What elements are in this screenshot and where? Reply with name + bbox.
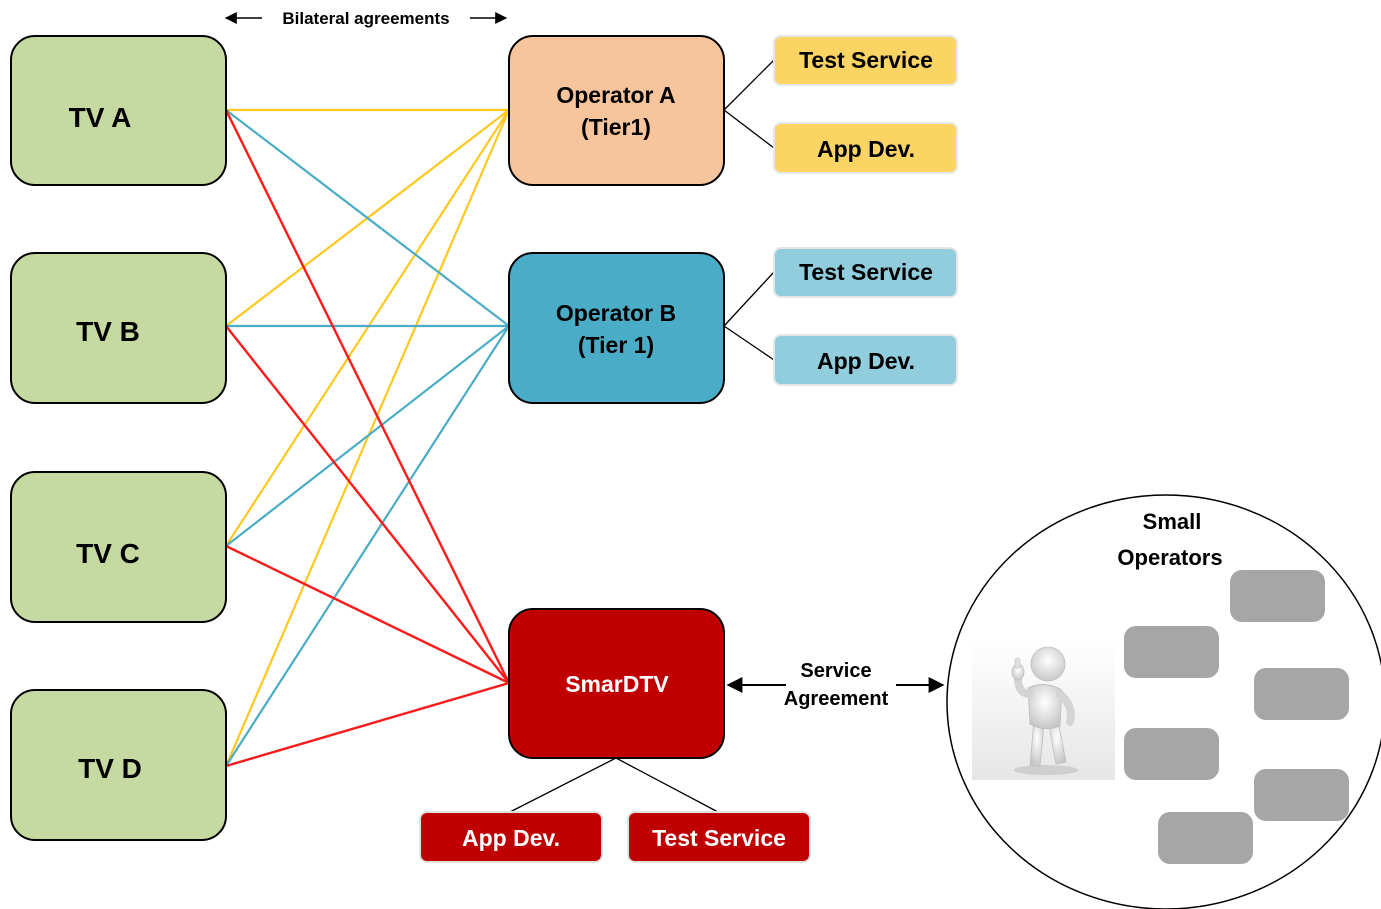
tv-d-box: TV D bbox=[10, 689, 227, 841]
operator-a-app-dev: App Dev. bbox=[773, 122, 958, 174]
operator-b-app-dev-label: App Dev. bbox=[817, 348, 915, 374]
line-tva-opb bbox=[225, 109, 510, 327]
line-tva-smardtv bbox=[224, 109, 511, 684]
smardtv-app-dev-label: App Dev. bbox=[462, 825, 560, 851]
tv-c-box: TV C bbox=[10, 471, 227, 623]
operator-a-name: Operator A bbox=[556, 82, 675, 108]
operator-b-test-service: Test Service bbox=[773, 247, 958, 298]
operator-a-test-service-label: Test Service bbox=[799, 47, 933, 73]
smardtv-label: SmarDTV bbox=[565, 671, 669, 697]
bilateral-agreements-text: Bilateral agreements bbox=[282, 9, 449, 28]
smardtv-test-service: Test Service bbox=[627, 811, 811, 863]
smardtv-box: SmarDTV bbox=[508, 608, 725, 759]
connection-lines bbox=[224, 108, 511, 768]
operator-b-name: Operator B bbox=[556, 300, 676, 326]
operator-a-tier: (Tier1) bbox=[581, 114, 651, 140]
small-operator-block bbox=[1254, 668, 1349, 720]
line-tvb-smardtv bbox=[225, 325, 510, 684]
tv-a-box: TV A bbox=[10, 35, 227, 186]
operator-a-box: Operator A (Tier1) bbox=[508, 35, 725, 186]
small-operators-line2: Operators bbox=[1117, 545, 1222, 570]
smardtv-service-connectors bbox=[509, 757, 719, 813]
operator-b-test-service-label: Test Service bbox=[799, 259, 933, 285]
operator-b-box: Operator B (Tier 1) bbox=[508, 252, 725, 404]
line-tvc-opb bbox=[225, 325, 510, 547]
service-agreement-line2: Agreement bbox=[784, 688, 889, 710]
tv-d-label: TV D bbox=[78, 753, 142, 784]
operator-a-test-service: Test Service bbox=[773, 35, 958, 86]
small-operator-block bbox=[1254, 769, 1349, 821]
bilateral-agreements-label: Bilateral agreements bbox=[224, 9, 508, 28]
small-operator-block bbox=[1158, 812, 1253, 864]
line-tvd-opa bbox=[224, 109, 511, 767]
line-tvc-opa bbox=[225, 109, 510, 547]
operator-b-service-connectors bbox=[723, 271, 775, 361]
smardtv-app-dev: App Dev. bbox=[419, 811, 603, 863]
operator-a-app-dev-label: App Dev. bbox=[817, 136, 915, 162]
small-operator-block bbox=[1230, 570, 1325, 622]
line-tvd-opb bbox=[225, 325, 510, 767]
small-operator-block bbox=[1124, 728, 1219, 780]
operator-b-app-dev: App Dev. bbox=[773, 334, 958, 386]
line-tvd-smardtv bbox=[225, 681, 510, 768]
small-operators-circle: Small Operators bbox=[946, 494, 1381, 909]
small-operators-line1: Small bbox=[1143, 509, 1202, 534]
tv-c-label: TV C bbox=[76, 538, 140, 569]
line-tvc-smardtv bbox=[225, 544, 510, 685]
operator-b-tier: (Tier 1) bbox=[578, 332, 654, 358]
smardtv-test-service-label: Test Service bbox=[652, 825, 786, 851]
service-agreement: Service Agreement bbox=[726, 660, 945, 710]
tv-b-box: TV B bbox=[10, 252, 227, 404]
tv-b-label: TV B bbox=[76, 316, 140, 347]
operator-a-service-connectors bbox=[723, 59, 775, 149]
service-agreement-line1: Service bbox=[800, 660, 871, 682]
small-operator-block bbox=[1124, 626, 1219, 678]
thumbs-up-figure-icon bbox=[972, 640, 1115, 780]
tv-a-label: TV A bbox=[69, 102, 132, 133]
